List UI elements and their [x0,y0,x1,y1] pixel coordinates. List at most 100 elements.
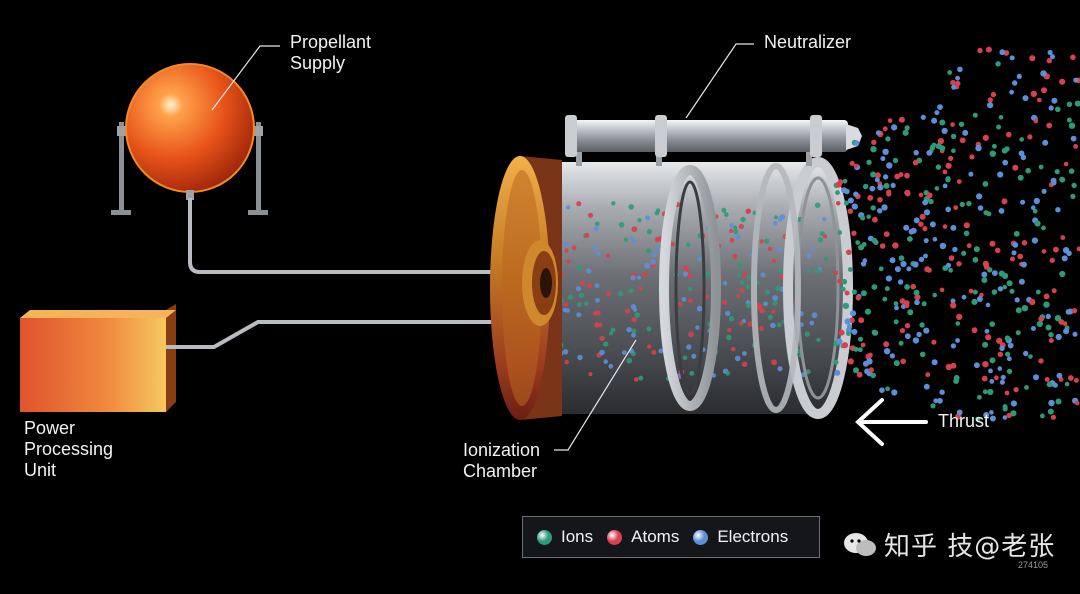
plume-particle [1055,398,1062,405]
plume-particle [1006,368,1013,375]
plume-particle [921,301,927,307]
plume-particle [957,66,963,73]
plume-particle [939,119,946,126]
chamber-particle [746,303,752,309]
plume-particle [990,91,997,98]
plume-particle [1045,324,1052,331]
plume-particle [919,351,926,358]
plume-particle [1030,90,1038,98]
plume-particle [945,206,951,213]
chamber-particle [764,238,770,244]
plume-particle [982,389,988,395]
plume-particle [1021,305,1029,312]
legend-item-atoms: Atoms [607,527,679,547]
plume-particle [999,345,1005,352]
plume-particle [1033,118,1039,124]
plume-particle [879,387,885,394]
plume-particle [853,163,859,169]
plume-particle [923,253,928,259]
plume-particle [1006,412,1012,419]
chamber-particle [670,241,675,247]
plume-particle [1060,235,1066,240]
plume-particle [890,182,896,188]
plume-particle [939,287,945,293]
plume-particle [999,49,1006,56]
chamber-particle [586,268,592,274]
plume-particle [875,130,882,136]
plume-particle [872,216,878,223]
propellant-feed-line [188,198,533,274]
plume-particle [1041,87,1047,94]
chamber-particle [739,280,745,285]
plume-particle [851,203,858,210]
plume-particle [1002,415,1008,420]
plume-particle [1040,413,1045,419]
plume-particle [1055,333,1062,341]
chamber-particle [603,341,609,347]
plume-particle [882,148,889,155]
chamber-particle [634,312,640,318]
plume-particle [1074,400,1080,406]
chamber-particle [631,317,637,323]
plume-particle [923,383,930,390]
plume-particle [833,270,839,276]
chamber-particle [817,237,824,243]
label-ionization-chamber: Ionization Chamber [463,440,541,481]
chamber-particle [728,316,735,322]
plume-particle [923,238,929,244]
plume-particle [939,389,945,395]
plume-particle [918,221,924,227]
plume-particle [883,348,891,355]
chamber-particle [565,308,570,313]
plume-particle [942,224,948,229]
plume-particle [866,214,871,220]
thruster-body [548,157,853,419]
chamber-particle [777,366,783,372]
plume-particle [1038,358,1044,364]
plume-particle [1064,381,1070,387]
chamber-particle [757,304,763,310]
legend-item-electrons: Electrons [693,527,788,547]
plume-particle [837,230,842,235]
chamber-particle [696,305,703,312]
chamber-particle [816,337,821,342]
plume-particle [855,240,861,246]
plume-particle [950,133,957,140]
chamber-particle [562,349,569,355]
plume-particle [847,267,853,272]
plume-particle [950,122,955,127]
plume-particle [903,300,910,306]
plume-particle [1051,97,1058,104]
plume-particle [1056,372,1063,379]
plume-particle [983,412,990,418]
plume-particle [1076,246,1080,252]
plume-particle [1046,58,1053,64]
chamber-particle [584,232,590,238]
chamber-particle [729,223,734,228]
leader-propellant [211,45,280,111]
plume-particle [1048,399,1055,407]
plume-particle [950,362,957,369]
plume-particle [1035,289,1041,295]
plume-particle [985,334,992,341]
plume-particle [989,150,996,157]
plume-particle [846,324,853,330]
plume-particle [856,371,863,378]
chamber-particle [564,241,570,247]
plume-particle [999,379,1005,385]
plume-particle [932,237,938,242]
chamber-particle [642,271,648,278]
chamber-particle [593,244,599,251]
plume-particle [1015,330,1021,336]
plume-particle [902,129,909,136]
chamber-particle [593,226,599,232]
plume-particle [908,228,915,235]
plume-particle [956,313,963,320]
chamber-particle [805,369,811,375]
plume-particle [939,242,947,250]
plume-particle [1071,182,1077,189]
chamber-particle [628,288,634,294]
chamber-particle [772,221,778,226]
chamber-particle [765,289,771,295]
plume-particle [1028,354,1033,359]
